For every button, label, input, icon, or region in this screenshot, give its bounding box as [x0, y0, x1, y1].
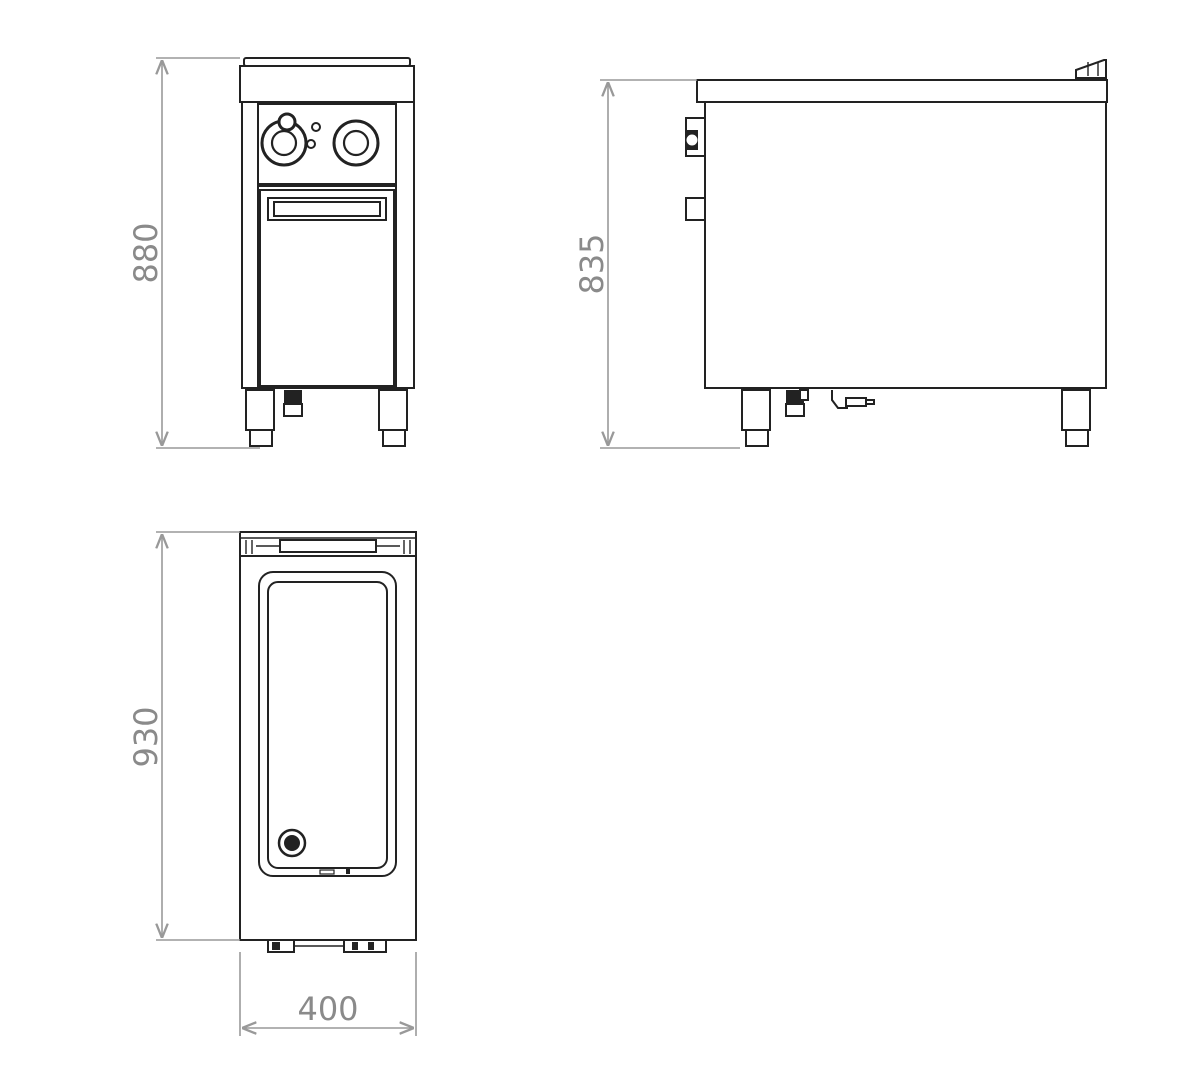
front-door — [259, 189, 395, 387]
fryer-well-inner — [267, 581, 388, 869]
front-height-label: 880 — [127, 222, 165, 283]
right-knob-icon — [332, 119, 380, 167]
top-front-parts — [267, 939, 387, 953]
front-height-dimension: 880 — [127, 57, 260, 449]
front-view — [239, 57, 415, 447]
door-handle — [267, 197, 387, 221]
indicator-light-icon — [311, 122, 321, 132]
side-view — [685, 59, 1108, 447]
top-view — [239, 531, 417, 953]
side-body — [704, 101, 1107, 389]
drain-valve-icon — [831, 390, 875, 409]
knob-profile-icon — [685, 117, 706, 157]
back-splash — [1075, 59, 1107, 79]
side-height-dimension: 835 — [573, 79, 740, 449]
top-depth-dimension: 930 — [127, 531, 240, 941]
top-depth-label: 930 — [127, 706, 165, 767]
left-knob-icon — [260, 112, 308, 167]
handle-profile — [685, 197, 706, 221]
front-top-frame — [239, 65, 415, 103]
front-top-plate — [243, 57, 411, 67]
top-vent — [279, 539, 377, 553]
side-top-plate — [696, 79, 1108, 103]
indicator-light-icon — [306, 139, 316, 149]
top-width-label: 400 — [297, 990, 358, 1028]
side-feet — [741, 389, 1091, 447]
front-feet — [245, 389, 408, 447]
drain-hole-icon — [277, 828, 307, 858]
side-height-label: 835 — [573, 233, 611, 294]
top-width-dimension: 400 — [239, 952, 417, 1036]
